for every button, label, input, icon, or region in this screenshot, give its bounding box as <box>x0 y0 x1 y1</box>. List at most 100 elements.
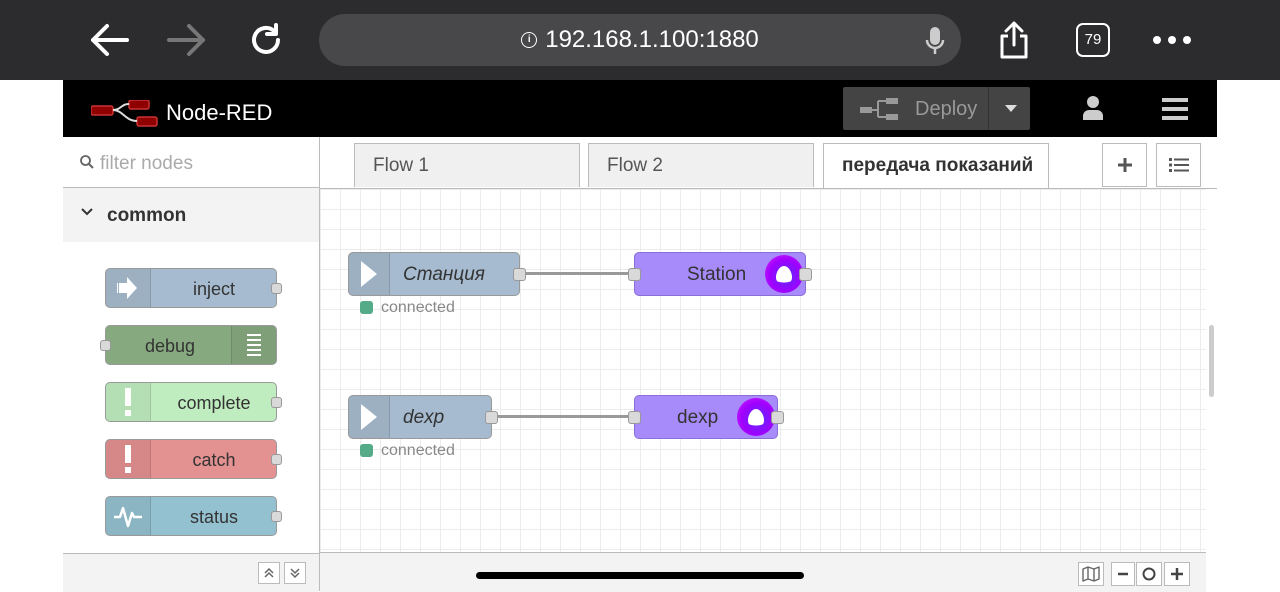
palette-node-status[interactable]: status <box>105 496 282 536</box>
wire[interactable] <box>497 415 635 418</box>
node-label: Станция <box>403 264 485 285</box>
exclamation-icon <box>106 440 151 478</box>
info-icon[interactable]: i <box>521 32 538 48</box>
arrow-right-icon <box>349 396 390 438</box>
node-status: connected <box>360 299 455 317</box>
palette-node-label: complete <box>177 393 251 413</box>
arrow-right-icon <box>167 24 205 56</box>
palette-node-label: debug <box>144 336 196 356</box>
exclamation-icon <box>106 383 151 421</box>
node-label: dexp <box>403 407 445 428</box>
status-dot <box>360 444 373 457</box>
double-chevron-down-icon <box>290 568 300 578</box>
user-icon[interactable] <box>1083 96 1103 120</box>
microphone-icon[interactable] <box>925 26 945 56</box>
add-flow-button[interactable] <box>1102 143 1147 187</box>
chevron-down-icon[interactable] <box>1005 105 1017 112</box>
arrow-right-icon <box>349 253 390 295</box>
input-port <box>100 340 111 351</box>
reload-icon <box>252 23 280 54</box>
palette-node-label: inject <box>192 279 236 299</box>
zoom-out-button[interactable] <box>1111 562 1135 586</box>
output-port[interactable] <box>513 268 526 281</box>
zoom-reset-button[interactable] <box>1136 562 1162 586</box>
flow-node-dexp-alice[interactable]: dexp <box>628 395 784 439</box>
arrow-left-icon <box>91 24 129 56</box>
url-text: 192.168.1.100:1880 <box>545 26 759 53</box>
filter-placeholder: filter nodes <box>100 153 193 174</box>
collapse-all-button[interactable] <box>258 562 280 584</box>
deploy-icon <box>860 98 898 120</box>
plus-icon <box>1171 568 1183 580</box>
heartbeat-icon <box>106 497 151 535</box>
palette-node-label: catch <box>192 450 236 470</box>
workspace-tabs: Flow 1 Flow 2 передача показаний <box>320 137 1217 189</box>
palette-node-catch[interactable]: catch <box>105 439 282 479</box>
search-icon <box>80 155 94 169</box>
tab-flow-2[interactable]: Flow 2 <box>588 143 814 187</box>
palette-node-inject[interactable]: inject <box>105 268 282 308</box>
status-dot <box>360 301 373 314</box>
input-port[interactable] <box>628 268 641 281</box>
flow-list-button[interactable] <box>1156 143 1201 187</box>
nodered-logo-icon <box>91 100 158 127</box>
tabs-button[interactable]: 79 <box>1076 23 1110 57</box>
reload-button[interactable] <box>244 18 288 62</box>
category-label: common <box>107 205 187 226</box>
app-title: Node-RED <box>166 100 273 125</box>
canvas-scrollbar[interactable] <box>1209 325 1214 397</box>
output-port <box>271 511 282 522</box>
deploy-label: Deploy <box>915 98 978 120</box>
deploy-button[interactable]: Deploy <box>843 87 1030 130</box>
palette-footer <box>63 553 319 592</box>
navigator-button[interactable] <box>1078 562 1104 586</box>
palette-category-common[interactable]: common <box>63 188 319 242</box>
hamburger-menu-icon[interactable] <box>1162 98 1188 120</box>
palette-filter[interactable]: filter nodes <box>63 137 319 188</box>
flow-node-dexp-input[interactable]: dexp <box>348 395 498 439</box>
inject-arrow-icon <box>106 269 151 307</box>
workspace-canvas[interactable]: Станция connected Station dexp connected… <box>320 189 1206 552</box>
wire[interactable] <box>525 272 635 275</box>
output-port <box>271 397 282 408</box>
output-port[interactable] <box>799 268 812 281</box>
minus-icon <box>1118 572 1128 576</box>
expand-all-button[interactable] <box>284 562 306 584</box>
flow-node-stantsiya[interactable]: Станция <box>348 252 526 296</box>
flow-node-station[interactable]: Station <box>628 252 812 296</box>
node-palette: filter nodes common inject debug complet… <box>63 137 320 592</box>
zoom-in-button[interactable] <box>1164 562 1190 586</box>
palette-node-debug[interactable]: debug <box>100 325 277 365</box>
share-icon <box>1000 21 1028 59</box>
node-status: connected <box>360 442 455 460</box>
node-label: Station <box>687 264 747 285</box>
forward-button[interactable] <box>165 18 209 62</box>
double-chevron-up-icon <box>264 568 274 578</box>
deploy-divider <box>988 87 989 130</box>
map-icon <box>1082 566 1100 582</box>
palette-node-complete[interactable]: complete <box>105 382 282 422</box>
debug-list-icon <box>231 326 276 364</box>
more-dots-icon <box>1153 36 1191 44</box>
circle-icon <box>1142 567 1156 581</box>
input-port[interactable] <box>628 411 641 424</box>
chevron-down-icon <box>81 208 93 216</box>
address-bar[interactable]: i 192.168.1.100:1880 <box>319 14 961 66</box>
output-port <box>271 283 282 294</box>
alice-icon <box>763 253 805 295</box>
nodered-header: Node-RED Deploy <box>63 80 1217 137</box>
output-port <box>271 454 282 465</box>
tab-flow-1[interactable]: Flow 1 <box>354 143 580 187</box>
tab-peredacha-pokazaniy[interactable]: передача показаний <box>823 143 1049 188</box>
output-port[interactable] <box>485 411 498 424</box>
more-button[interactable] <box>1150 18 1194 62</box>
node-label: dexp <box>677 407 719 428</box>
plus-icon <box>1117 158 1132 172</box>
share-button[interactable] <box>992 18 1036 62</box>
output-port[interactable] <box>771 411 784 424</box>
browser-toolbar: i 192.168.1.100:1880 79 <box>0 0 1280 80</box>
list-icon <box>1168 158 1189 172</box>
back-button[interactable] <box>87 18 131 62</box>
home-indicator[interactable] <box>476 572 804 579</box>
alice-icon <box>735 396 777 438</box>
